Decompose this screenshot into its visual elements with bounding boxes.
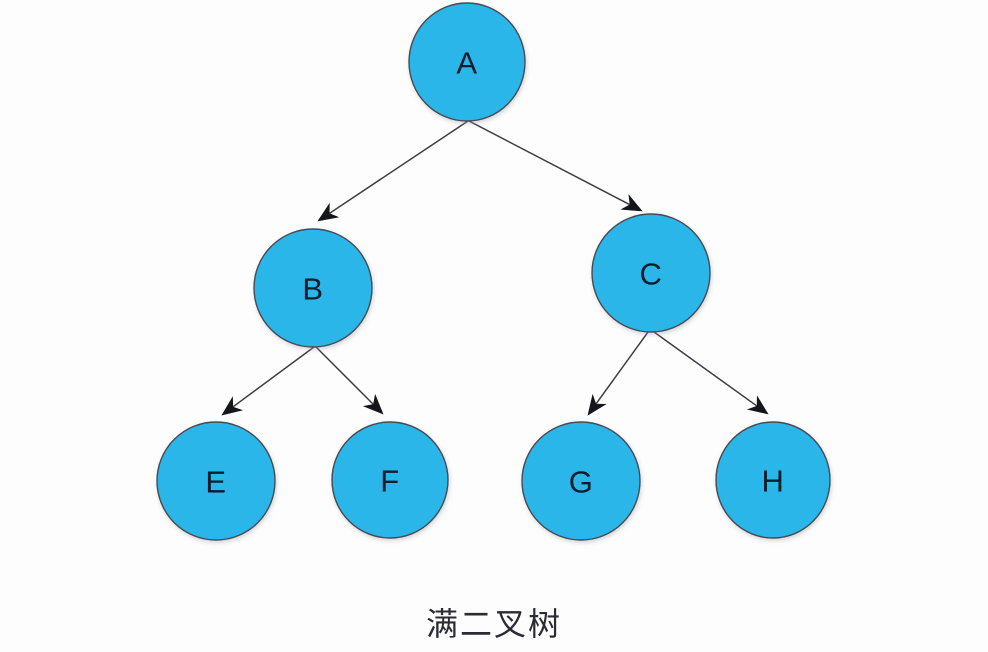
edge-line [232,346,315,408]
arrow-head-icon [362,393,384,415]
tree-node-c[interactable]: C [591,213,711,333]
tree-edge-b-e [221,346,315,416]
edge-line [315,346,374,405]
edge-line [653,331,758,407]
node-label: A [456,46,477,81]
tree-node-b[interactable]: B [253,228,373,348]
tree-edge-a-b [317,120,469,222]
edge-line [329,120,469,214]
arrow-head-icon [746,395,769,415]
edge-line [595,331,649,405]
tree-edge-a-c [468,120,643,212]
node-shape[interactable] [408,2,526,122]
node-label: C [640,257,663,292]
node-shape[interactable] [331,421,449,539]
node-label: H [762,464,785,499]
edge-line [468,120,630,206]
node-shape[interactable] [521,421,641,541]
tree-edge-c-h [653,331,769,415]
node-shape[interactable] [591,213,711,333]
node-label: B [302,272,323,307]
arrow-head-icon [317,202,340,222]
tree-node-e[interactable]: E [156,421,276,541]
nodes-layer: A B C E F G H [156,2,831,541]
node-label: G [569,465,594,500]
edges-layer [221,120,769,416]
node-shape[interactable] [715,421,831,539]
tree-node-g[interactable]: G [521,421,641,541]
tree-edge-c-g [587,331,649,416]
arrow-head-icon [587,393,607,416]
tree-node-f[interactable]: F [331,421,449,539]
tree-node-h[interactable]: H [715,421,831,539]
tree-node-a[interactable]: A [408,2,526,122]
diagram-caption: 满二叉树 [425,606,562,642]
arrow-head-icon [620,194,643,212]
node-label: E [205,465,226,500]
node-shape[interactable] [253,228,373,348]
node-shape[interactable] [156,421,276,541]
node-label: F [380,464,399,499]
arrow-head-icon [221,396,244,416]
tree-edge-b-f [315,346,384,415]
